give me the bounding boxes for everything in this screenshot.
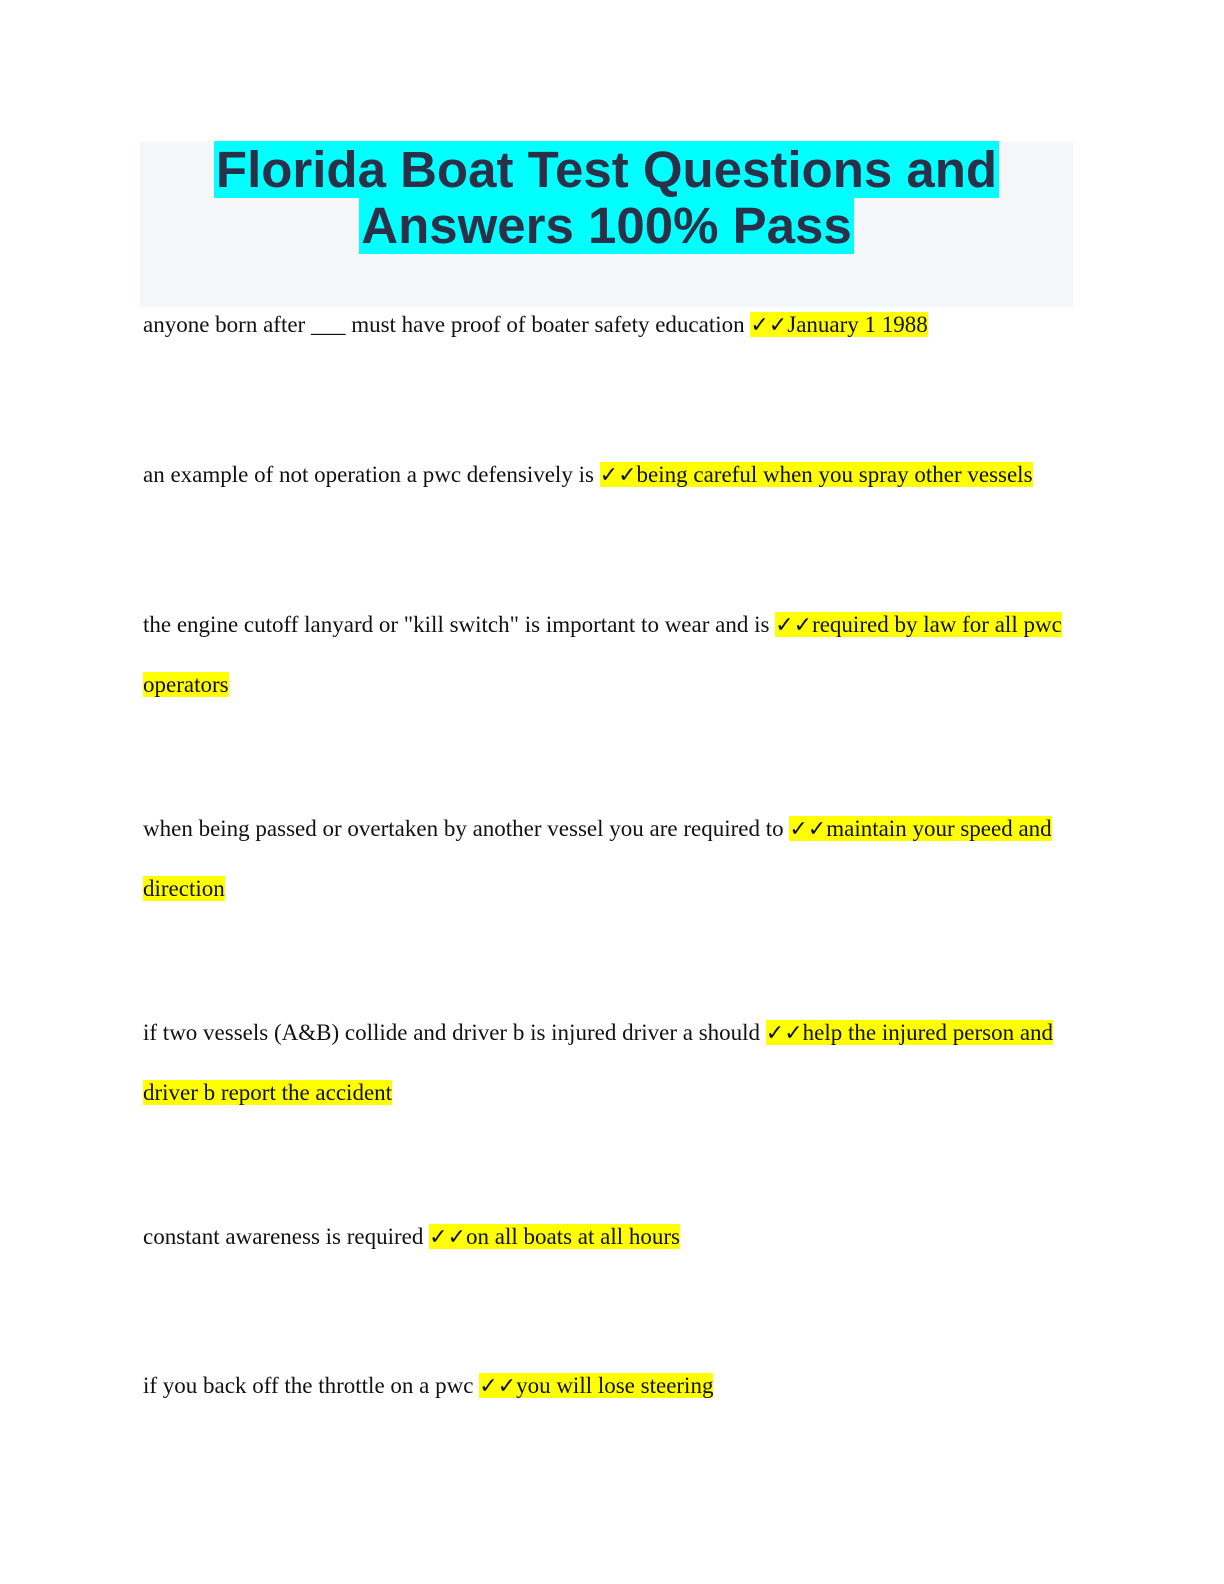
question-text: when being passed or overtaken by anothe… [143,816,784,841]
document-title: Florida Boat Test Questions and Answers … [140,141,1073,254]
title-line-1: Florida Boat Test Questions and [213,141,1000,198]
question-text: constant awareness is required [143,1224,424,1249]
question-text: if you back off the throttle on a pwc [143,1373,474,1398]
answer-text: on all boats at all hours [466,1224,680,1249]
qa-item-3: the engine cutoff lanyard or "kill switc… [143,595,1078,714]
answer-text: January 1 1988 [787,312,928,337]
qa-item-5: if two vessels (A&B) collide and driver … [143,1003,1078,1122]
double-check-icon: ✓✓ [789,817,827,842]
answer-text: being careful when you spray other vesse… [636,462,1033,487]
double-check-icon: ✓✓ [599,463,637,488]
answer-text: maintain your speed and direction [143,816,1052,901]
question-text: if two vessels (A&B) collide and driver … [143,1020,761,1045]
double-check-icon: ✓✓ [479,1374,517,1399]
answer-highlight: ✓✓January 1 1988 [750,312,928,338]
double-check-icon: ✓✓ [765,1021,803,1046]
title-banner: Florida Boat Test Questions and Answers … [140,141,1073,307]
double-check-icon: ✓✓ [429,1225,466,1250]
qa-item-6: constant awareness is required ✓✓on all … [143,1207,1078,1267]
qa-item-2: an example of not operation a pwc defens… [143,445,1078,505]
title-line-2: Answers 100% Pass [359,197,854,254]
question-text: the engine cutoff lanyard or "kill switc… [143,612,770,637]
qa-item-4: when being passed or overtaken by anothe… [143,799,1078,918]
answer-text: you will lose steering [516,1373,714,1398]
double-check-icon: ✓✓ [750,313,788,338]
answer-highlight: ✓✓you will lose steering [479,1373,714,1399]
answer-highlight: ✓✓on all boats at all hours [429,1224,680,1250]
answer-highlight: ✓✓being careful when you spray other ves… [599,462,1033,488]
qa-item-1: anyone born after ___ must have proof of… [143,295,1078,355]
question-text: anyone born after ___ must have proof of… [143,312,745,337]
double-check-icon: ✓✓ [775,613,813,638]
answer-text: required by law for all pwc operators [143,612,1062,697]
qa-item-7: if you back off the throttle on a pwc ✓✓… [143,1356,1078,1416]
question-text: an example of not operation a pwc defens… [143,462,594,487]
answer-text: help the injured person and driver b rep… [143,1020,1054,1105]
